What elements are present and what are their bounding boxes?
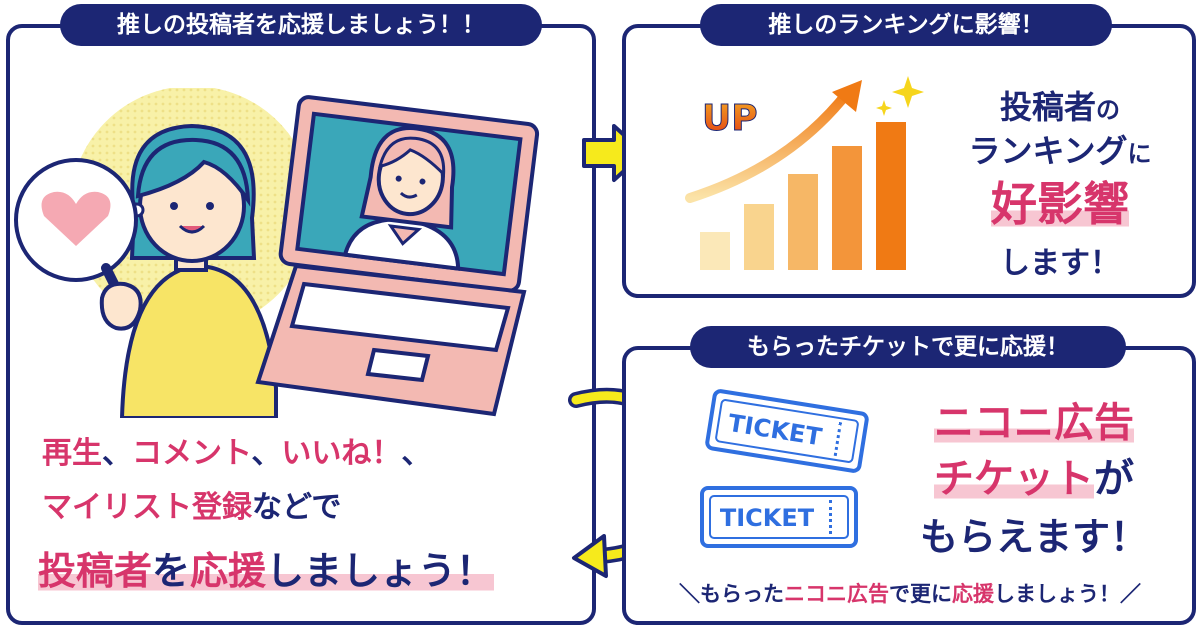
ticket-word: チケット [934, 456, 1094, 502]
ticket-2-perforation [829, 500, 832, 534]
footer-support: 応援 [952, 582, 994, 606]
word-creator: 投稿者 [999, 88, 1096, 126]
footer-part: しましょう！／ [994, 582, 1141, 606]
ticket-2-label: TICKET [719, 504, 815, 532]
bottom-right-line-2: チケットが [886, 446, 1182, 504]
top-right-line-2: ランキングに [940, 126, 1180, 172]
bottom-right-line-3: もらえます！ [919, 515, 1148, 559]
word-ranking: ランキング [968, 132, 1128, 170]
sep: 、 [102, 436, 132, 471]
footer-part: ＼もらった [679, 582, 784, 606]
word-mylist: マイリスト登録 [42, 490, 252, 525]
tail: を [152, 549, 191, 593]
word-like: いいね！ [281, 436, 402, 471]
ticket-2: TICKET [700, 486, 858, 548]
sep: 、 [401, 436, 432, 471]
tail: しましょう！ [266, 549, 495, 593]
tail: などで [252, 490, 342, 525]
footer-part: で更に [889, 582, 952, 606]
word-play: 再生 [42, 436, 102, 471]
top-right-line-1: 投稿者の [940, 82, 1180, 128]
top-right-panel-header: 推しのランキングに影響！ [700, 4, 1112, 46]
bottom-right-panel-header: もらったチケットで更に応援！ [690, 326, 1126, 368]
heart-icon [41, 191, 111, 246]
word-creator: 投稿者 [38, 549, 153, 593]
nico-ad-text: ニコニ広告 [934, 400, 1134, 446]
ticket-2-inner [709, 495, 849, 539]
up-label: UP [702, 98, 758, 139]
sparkle-icon [892, 76, 924, 108]
good-influence-text: 好影響 [991, 177, 1129, 231]
top-right-line-3-wrap: 好影響 [940, 168, 1180, 234]
rising-bar-chart-icon: UP [685, 76, 924, 270]
left-line-2: マイリスト登録などで [42, 482, 341, 526]
particle: が [1094, 456, 1134, 502]
left-panel-header: 推しの投稿者を応援しましょう！！ [60, 4, 542, 46]
left-line-3: 投稿者を応援しましょう！ [38, 540, 495, 595]
particle: に [1127, 140, 1152, 168]
particle: の [1096, 96, 1120, 124]
left-line-1: 再生、コメント、いいね！、 [42, 428, 431, 472]
word-support: 応援 [190, 549, 267, 593]
word-comment: コメント [132, 436, 252, 471]
top-right-line-4: します！ [1000, 246, 1120, 281]
bottom-right-line-1-wrap: ニコニ広告 [886, 390, 1182, 448]
bottom-right-footer: ＼もらったニコニ広告で更に応援しましょう！／ [650, 578, 1170, 608]
sep: 、 [251, 436, 282, 471]
footer-nico-ad: ニコニ広告 [784, 582, 889, 606]
laptop [278, 95, 540, 293]
fan-laptop-illustration [14, 88, 540, 418]
